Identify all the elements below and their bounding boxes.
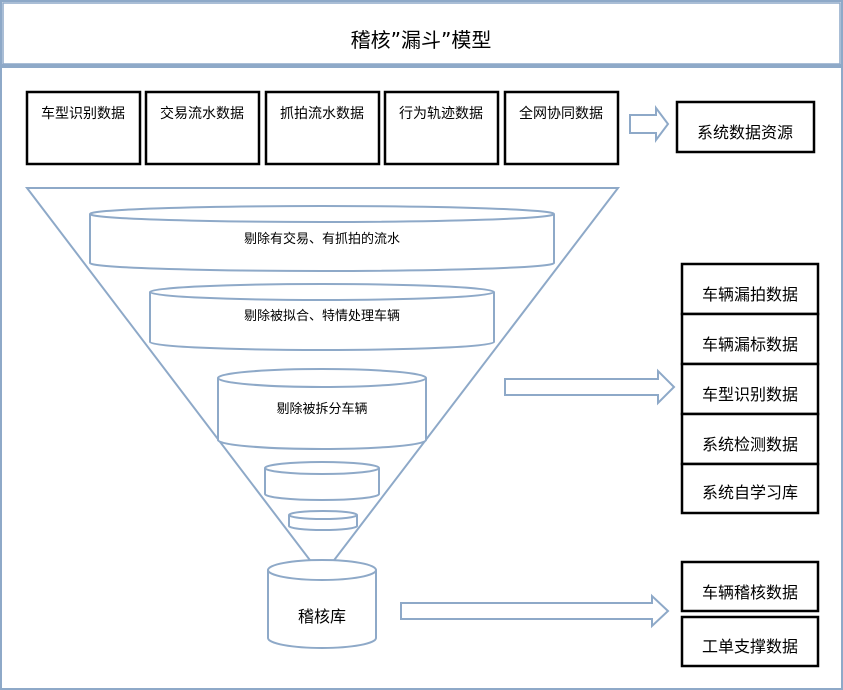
side-data-stack: 车辆漏拍数据 车辆漏标数据 车型识别数据 系统检测数据 系统自学习库	[680, 262, 820, 515]
cylinder-3	[217, 368, 427, 450]
input-box-4-label: 行为轨迹数据	[399, 106, 483, 122]
audit-db-cylinder	[267, 559, 377, 649]
output-box-1	[680, 560, 820, 613]
cylinder-1	[89, 205, 555, 272]
output-box-1-label: 车辆稽核数据	[702, 583, 798, 602]
side-data-box-3	[680, 362, 820, 416]
diagram-title: 稽核”漏斗”模型	[351, 28, 492, 52]
funnel-stage-1-label: 剔除有交易、有抓拍的流水	[244, 231, 400, 247]
funnel-stage-2-label: 剔除被拟合、特情处理车辆	[244, 308, 400, 324]
input-box-1-label: 车型识别数据	[41, 105, 125, 122]
side-data-box-1-label: 车辆漏拍数据	[702, 285, 798, 304]
arrow-to-system-resource	[629, 105, 670, 143]
arrow-to-side-data	[504, 368, 676, 406]
cylinder-4	[264, 461, 380, 501]
side-data-box-5	[680, 462, 820, 515]
input-box-3-label: 抓拍流水数据	[280, 106, 364, 122]
system-resource-box	[675, 100, 816, 154]
side-data-box-5-label: 系统自学习库	[702, 483, 798, 502]
output-box-2-label: 工单支撑数据	[702, 637, 798, 656]
arrow-to-outputs	[400, 593, 670, 629]
output-stack: 车辆稽核数据 工单支撑数据	[680, 560, 820, 668]
input-box-5	[503, 90, 620, 166]
output-box-2	[680, 615, 820, 668]
input-box-1	[25, 90, 142, 166]
cylinder-5	[288, 510, 358, 531]
input-box-2-label: 交易流水数据	[160, 105, 244, 122]
cylinder-2	[149, 283, 495, 351]
funnel-stage-3-label: 剔除被拆分车辆	[276, 401, 367, 417]
side-data-box-1	[680, 262, 820, 316]
input-box-4	[383, 90, 500, 166]
side-data-box-3-label: 车型识别数据	[702, 385, 798, 404]
input-box-2	[144, 90, 261, 166]
system-resource-label: 系统数据资源	[697, 123, 793, 142]
side-data-box-4-label: 系统检测数据	[702, 435, 798, 454]
title-bar	[2, 2, 841, 65]
input-box-3	[264, 90, 381, 166]
audit-db-label: 稽核库	[298, 607, 346, 626]
side-data-box-2-label: 车辆漏标数据	[702, 335, 798, 354]
input-box-5-label: 全网协同数据	[519, 105, 603, 122]
input-boxes: 车型识别数据 交易流水数据 抓拍流水数据 行为轨迹数据 全网协同数据	[25, 90, 620, 166]
